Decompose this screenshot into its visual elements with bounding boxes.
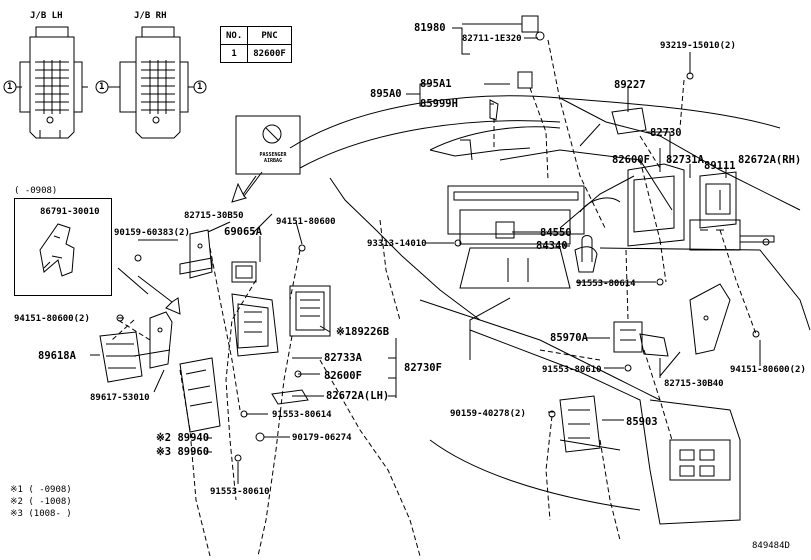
switch-inset-frame <box>235 115 301 175</box>
inset-box <box>14 198 112 296</box>
pnc-table-header: NO. PNC <box>219 26 292 45</box>
jb-lh-label: J/B LH <box>30 11 63 21</box>
part-82730: 82730 <box>650 127 682 139</box>
part-69065A: 69065A <box>224 226 262 238</box>
part-93313-14010: 93313-14010 <box>367 239 427 249</box>
key-switch-icon <box>262 124 282 144</box>
bracket-86791-drawing <box>39 223 75 277</box>
dashed-guide-lines <box>111 39 757 557</box>
part-89960: ※3 89960 <box>156 446 210 458</box>
note-1: ※1 ( -0908) <box>10 485 72 495</box>
pnc-table-row: 1 82600F <box>219 44 292 63</box>
arrow-icon <box>137 275 181 315</box>
inset-period-label: ( -0908) <box>14 186 58 196</box>
junction-block-rh-drawing <box>95 26 207 139</box>
part-89111: 89111 <box>704 160 736 172</box>
pnc-row-pnc: 82600F <box>247 44 292 63</box>
note-3: ※3 (1008- ) <box>10 509 72 519</box>
part-91553-80610-b: 91553-80610 <box>210 487 270 497</box>
part-895A1: 895A1 <box>420 78 452 90</box>
part-90179-06274: 90179-06274 <box>292 433 352 443</box>
part-93219-15010: 93219-15010(2) <box>660 41 736 51</box>
part-85970A: 85970A <box>550 332 588 344</box>
part-82733A: 82733A <box>324 352 362 364</box>
part-94151-80600-2r: 94151-80600(2) <box>730 365 806 375</box>
pnc-header-no: NO. <box>219 26 249 45</box>
part-90159-60383: 90159-60383(2) <box>114 228 190 238</box>
part-82711-1E320: 82711-1E320 <box>462 34 522 44</box>
part-89617-53010: 89617-53010 <box>90 393 150 403</box>
part-89940: ※2 89940 <box>156 432 210 444</box>
part-94151-80600-a: 94151-80600 <box>276 217 336 227</box>
part-82730F: 82730F <box>404 362 442 374</box>
part-82715-30B50: 82715-30B50 <box>184 211 244 221</box>
part-91553-80610-r: 91553-80610 <box>542 365 602 375</box>
diagram-code: 849484D <box>752 541 790 551</box>
callout-leaders <box>90 23 761 484</box>
circle-one-rh-a: 1 <box>99 82 105 92</box>
pnc-table: NO. PNC 1 82600F <box>219 26 292 63</box>
ecu-modules <box>99 15 770 462</box>
part-82600F-mid: 82600F <box>324 370 362 382</box>
note-2: ※2 ( -1008) <box>10 497 72 507</box>
junction-block-lh-drawing <box>3 26 88 139</box>
part-84340: 84340 <box>536 240 568 252</box>
part-86791-30010: 86791-30010 <box>40 207 100 217</box>
part-84550: 84550 <box>540 227 572 239</box>
circle-one-lh: 1 <box>7 82 13 92</box>
part-85999H: 85999H <box>420 98 458 110</box>
passenger-airbag-caption: PASSENGER AIRBAG <box>259 152 287 164</box>
part-81980: 81980 <box>414 22 446 34</box>
part-82715-30B40: 82715-30B40 <box>664 379 724 389</box>
pnc-row-no: 1 <box>219 44 249 63</box>
dashboard-outline <box>289 95 811 525</box>
part-82672A-LH: 82672A(LH) <box>326 390 390 402</box>
part-82731A: 82731A <box>666 154 704 166</box>
pnc-header-pnc: PNC <box>247 26 292 45</box>
part-85903: 85903 <box>626 416 658 428</box>
part-82600F-top: 82600F <box>612 154 650 166</box>
part-90159-40278: 90159-40278(2) <box>450 409 526 419</box>
part-895A0: 895A0 <box>370 88 402 100</box>
part-91553-80614-m: 91553-80614 <box>272 410 332 420</box>
part-91553-80614-r: 91553-80614 <box>576 279 636 289</box>
circle-one-rh-b: 1 <box>197 82 203 92</box>
part-89618A: 89618A <box>38 350 76 362</box>
part-89227: 89227 <box>614 79 646 91</box>
jb-rh-label: J/B RH <box>134 11 167 21</box>
part-94151-80600-2: 94151-80600(2) <box>14 314 90 324</box>
part-82672A-RH: 82672A(RH) <box>738 154 802 166</box>
part-89226B: ※189226B <box>336 326 390 338</box>
